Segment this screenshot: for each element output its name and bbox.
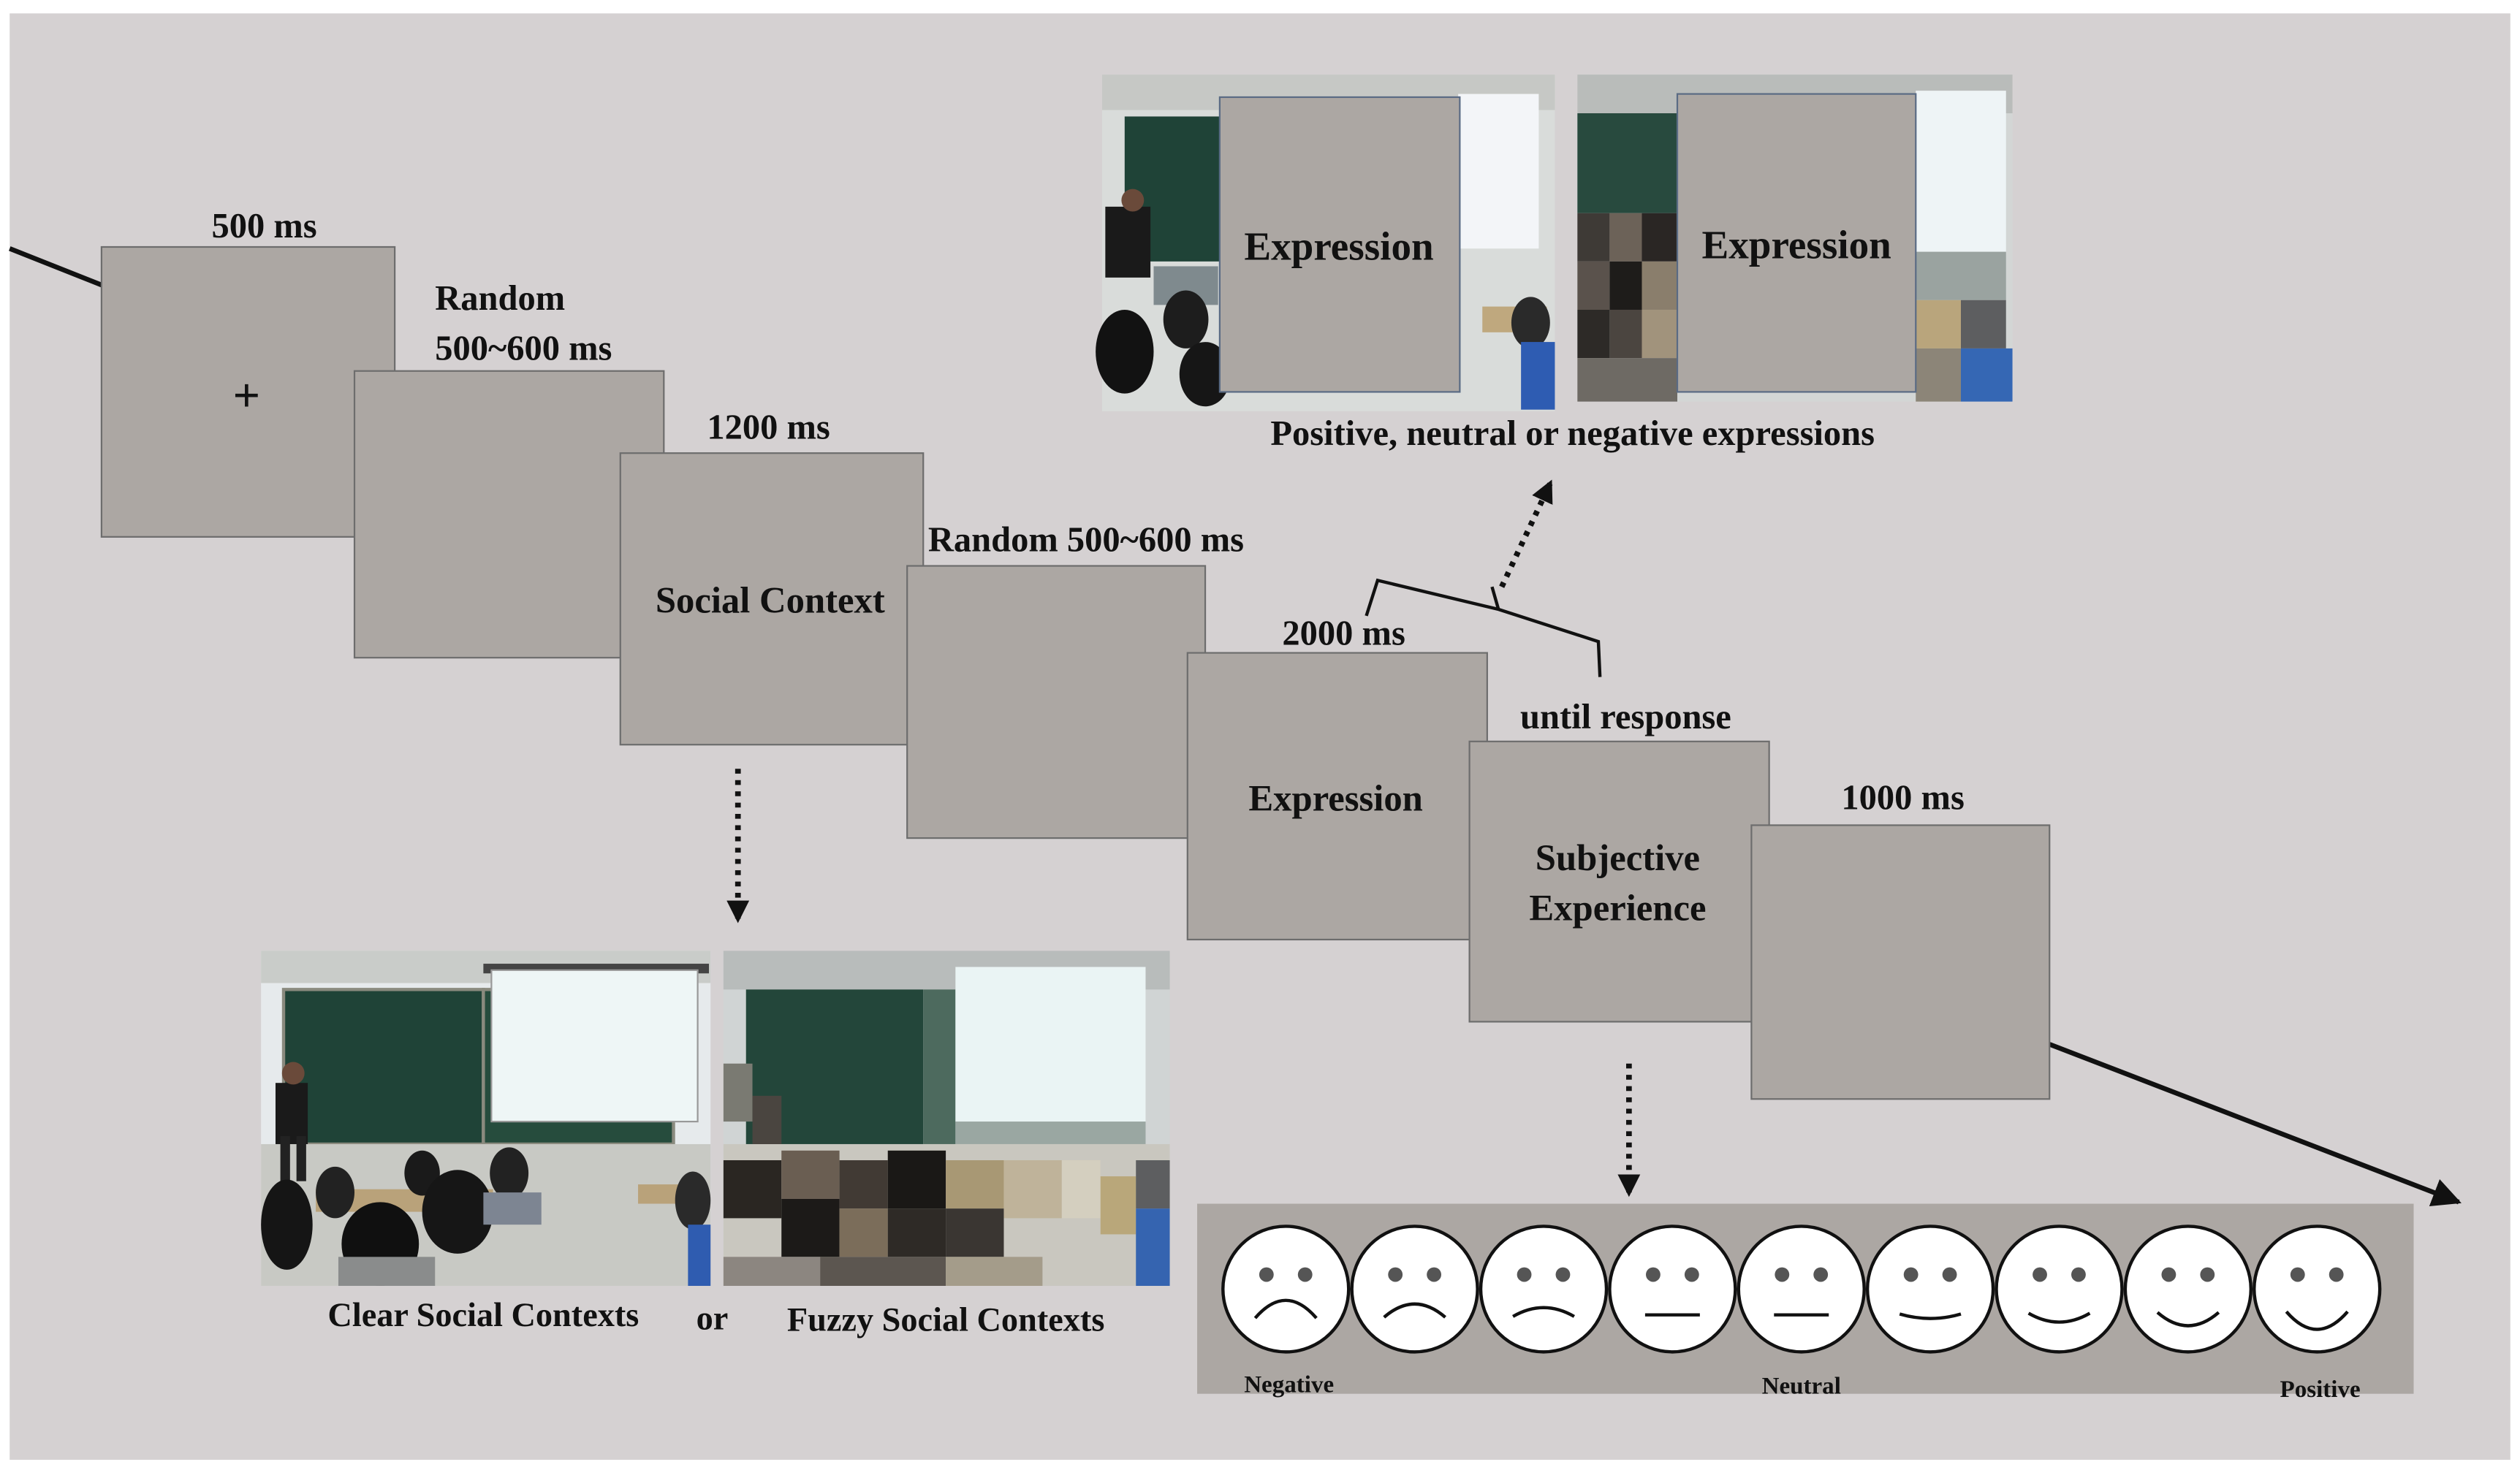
smiley-face-icon <box>2123 1225 2253 1354</box>
rating-frame <box>1468 740 1770 1023</box>
expression-example-fuzzy <box>1577 75 2013 402</box>
iti-frame <box>1750 824 2051 1100</box>
smiley-face-icon <box>1221 1225 1351 1354</box>
scale-label-neutral: Neutral <box>1762 1374 1841 1400</box>
context-timing: 1200 ms <box>707 408 830 446</box>
expression-examples-caption: Positive, neutral or negative expression… <box>1270 414 1875 453</box>
clear-context-caption: Clear Social Contexts <box>327 1297 639 1334</box>
expression-label: Expression <box>1248 778 1422 819</box>
expression-frame <box>1186 652 1488 941</box>
context-frame <box>619 452 925 746</box>
fixation-cross: + <box>232 369 260 422</box>
scale-label-positive: Positive <box>2280 1376 2361 1403</box>
blank-frame-1 <box>353 370 665 659</box>
clear-context-photo <box>261 951 711 1286</box>
scale-label-negative: Negative <box>1244 1371 1334 1398</box>
rating-faces <box>1221 1225 2382 1354</box>
expression-example-label-1: Expression <box>1244 224 1433 269</box>
timeline-arrow-end <box>2049 1042 2462 1206</box>
expression-example-label-2: Expression <box>1701 222 1891 267</box>
fuzzy-context-photo <box>723 951 1170 1286</box>
context-label: Social Context <box>656 579 885 620</box>
or-label: or <box>697 1300 729 1337</box>
smiley-face-icon <box>1995 1225 2124 1354</box>
fuzzy-context-caption: Fuzzy Social Contexts <box>787 1302 1104 1339</box>
fixation-frame <box>100 245 396 538</box>
smiley-face-icon <box>2253 1225 2382 1354</box>
rating-label-line1: Subjective <box>1536 837 1700 878</box>
rating-timing: until response <box>1520 698 1731 736</box>
expression-brace-tip <box>1490 586 1500 610</box>
smiley-face-icon <box>1479 1225 1609 1354</box>
blank-1-timing-line1: Random <box>435 279 565 318</box>
expression-dotted-arrow <box>1499 479 1553 588</box>
blank-frame-2 <box>906 565 1207 839</box>
smiley-face-icon <box>1865 1225 1995 1354</box>
smiley-face-icon <box>1608 1225 1737 1354</box>
expression-example-clear <box>1096 75 1555 411</box>
smiley-face-icon <box>1737 1225 1866 1354</box>
rating-label-line2: Experience <box>1529 888 1706 929</box>
iti-timing: 1000 ms <box>1841 778 1964 817</box>
fixation-timing: 500 ms <box>211 207 316 245</box>
smiley-face-icon <box>1350 1225 1479 1354</box>
expression-timing: 2000 ms <box>1282 614 1405 653</box>
timeline-arrow-start <box>9 246 105 288</box>
blank-1-timing-line2: 500~600 ms <box>435 329 612 368</box>
blank-2-timing: Random 500~600 ms <box>928 521 1244 560</box>
